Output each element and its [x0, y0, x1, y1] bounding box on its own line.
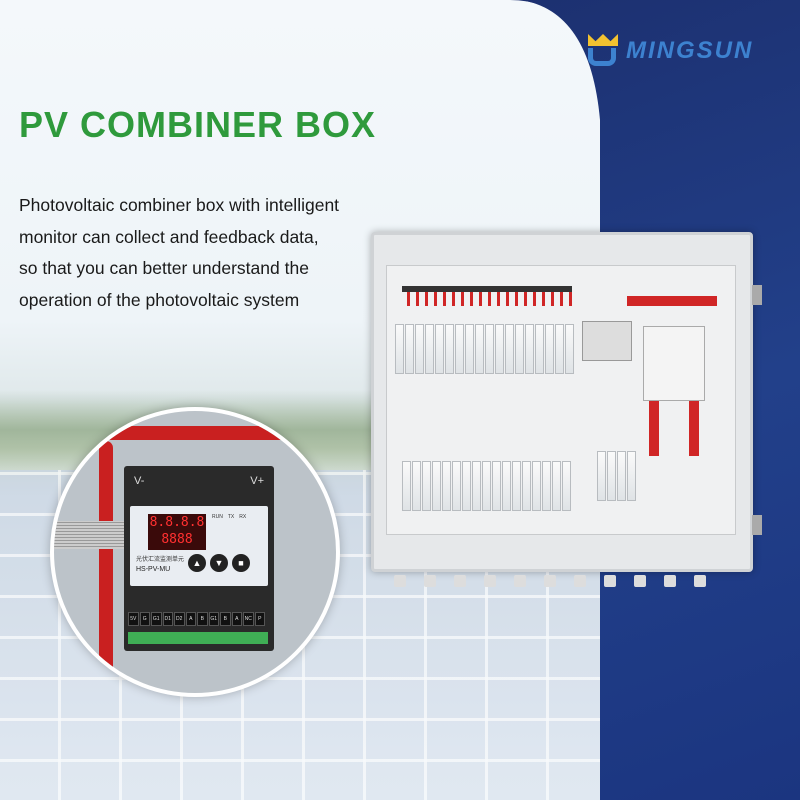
combiner-box-image: [371, 232, 762, 587]
led-rx: RX: [239, 514, 247, 520]
up-icon: ▲: [188, 554, 206, 572]
brand-name: MINGSUN: [626, 37, 754, 64]
circuit-breaker: [643, 326, 705, 401]
v-minus-label: V-: [134, 475, 145, 487]
down-icon: ▼: [210, 554, 228, 572]
crown-logo-icon: [586, 34, 620, 68]
description-line: so that you can better understand the: [19, 258, 309, 278]
terminal: G1: [208, 612, 219, 626]
led-tx: TX: [227, 514, 235, 520]
monitor-closeup: V- V+ 8.8.8.8 8888 RUN TX RX 光伏汇流监测单元 HS-PV-…: [50, 407, 340, 697]
description-line: Photovoltaic combiner box with intellige…: [19, 195, 340, 215]
terminal: D1: [162, 612, 173, 626]
brand-logo: MINGSUN: [586, 34, 753, 68]
description-line: operation of the photovoltaic system: [19, 289, 300, 310]
terminal: B: [220, 612, 231, 626]
model-label: HS-PV-MU: [136, 566, 171, 573]
terminal: B: [197, 612, 208, 626]
terminal: A: [185, 612, 196, 626]
led-run: RUN: [212, 514, 223, 520]
terminal: 5V: [128, 612, 139, 626]
display-top: 8.8.8.8: [149, 515, 205, 530]
terminal: D2: [174, 612, 185, 626]
monitor-unit: V- V+ 8.8.8.8 8888 RUN TX RX 光伏汇流监测单元 HS-PV-…: [124, 466, 274, 651]
stop-icon: ■: [232, 554, 250, 572]
description-line: monitor can collect and feedback data,: [19, 226, 319, 247]
terminal: G: [139, 612, 150, 626]
v-plus-label: V+: [250, 475, 264, 487]
led-display: 8.8.8.8 8888: [148, 514, 206, 550]
description: Photovoltaic combiner box with intellige…: [19, 190, 339, 316]
terminal: P: [254, 612, 265, 626]
terminal: NC: [243, 612, 254, 626]
device-label: 光伏汇流监测单元: [136, 557, 185, 563]
page-title: PV COMBINER BOX: [19, 104, 377, 145]
terminal: G1: [151, 612, 162, 626]
display-bottom: 8888: [161, 532, 193, 547]
terminal: A: [231, 612, 242, 626]
